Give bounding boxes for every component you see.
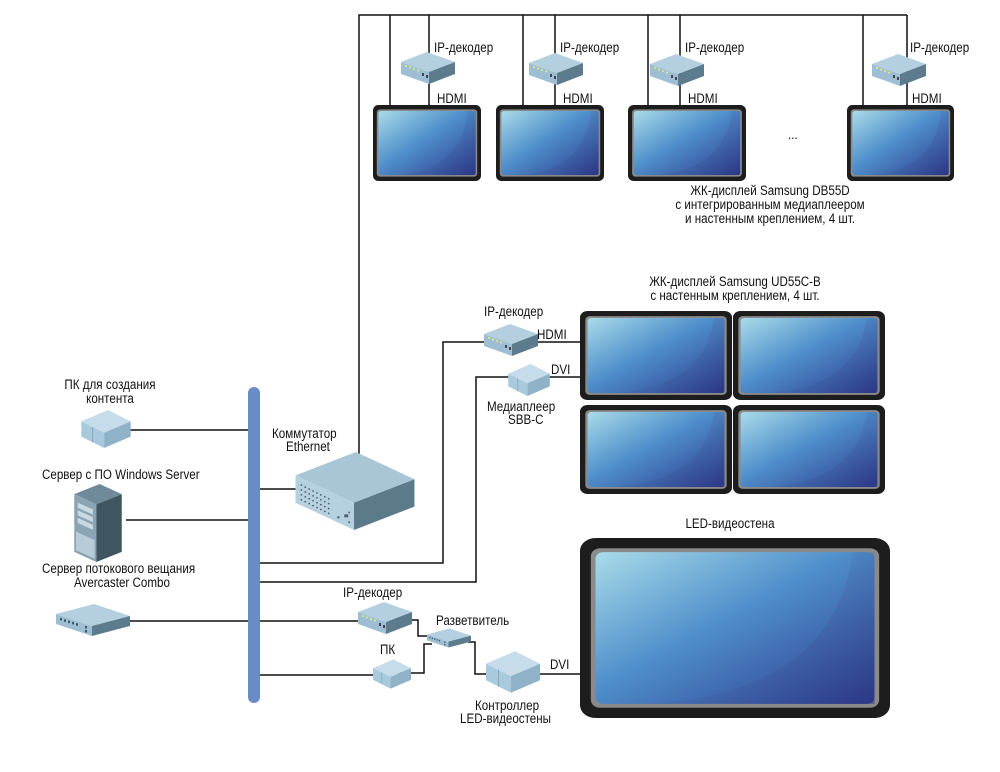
media-player-sbb [508,364,550,396]
label-hdmi-top-2: HDMI [563,91,593,106]
display-db55d-4 [847,105,954,181]
label-pc-line1: ПК для создания [64,377,156,392]
label-controller-line1: Контроллер [475,698,540,713]
label-controller-line2: LED-видеостены [460,711,551,726]
display-ud55c-3 [580,405,732,494]
label-hdmi-top-4: HDMI [912,91,942,106]
display-db55d-2 [496,105,604,181]
display-ud55c-4 [733,405,885,494]
label-dvi-wall: DVI [551,362,571,377]
label-decoder-wall: IP-декодер [484,304,544,319]
label-player-line1: Медиаплеер [487,399,556,414]
ethernet-switch [295,452,415,530]
caption-db55d-line1: ЖК-дисплей Samsung DB55D [690,183,850,198]
caption-db55d-line3: и настенным креплением, 4 шт. [685,211,855,226]
ethernet-bus [248,387,260,703]
label-ellipsis: ... [788,127,798,142]
top-bus-line [358,14,907,470]
label-stream-line2: Avercaster Combo [74,575,170,590]
label-led-title: LED-видеостена [685,516,775,531]
pc-content-creation [80,410,132,448]
display-db55d-1 [373,105,481,181]
label-decoder-top-1: IP-декодер [434,40,494,55]
pc-led [373,659,411,689]
caption-ud55c-line2: с настенным креплением, 4 шт. [650,288,820,303]
label-splitter: Разветвитель [436,613,510,628]
caption-db55d-line2: с интегрированным медиаплеером [675,197,865,212]
label-decoder-top-3: IP-декодер [685,40,745,55]
led-controller [486,650,540,694]
ip-decoder-led [358,602,412,634]
label-hdmi-wall: HDMI [537,327,567,342]
line-bus-wall-player [260,376,510,583]
display-ud55c-1 [580,311,732,400]
label-decoder-top-4: IP-декодер [910,40,970,55]
label-led-dvi: DVI [550,657,570,672]
ip-decoder-top-1 [401,52,455,84]
label-led-pc: ПК [380,642,396,657]
label-player-line2: SBB-C [508,412,544,427]
ip-decoder-top-3 [650,54,704,86]
ip-decoder-wall [484,324,538,356]
label-windows-server: Сервер с ПО Windows Server [42,467,200,482]
display-db55d-3 [628,105,746,181]
splitter [427,628,471,648]
ip-decoder-top-2 [529,53,583,85]
windows-server [74,484,122,562]
ip-decoder-top-4 [872,54,926,86]
label-hdmi-top-3: HDMI [688,91,718,106]
connection-lines [121,14,908,676]
label-hdmi-top-1: HDMI [437,91,467,106]
label-switch-line1: Коммутатор [272,426,337,441]
label-pc-line2: контента [86,391,134,406]
line-bus-wall-decoder [260,341,486,564]
line-splitter-controller [468,641,488,675]
label-switch-line2: Ethernet [286,439,330,454]
label-stream-line1: Сервер потокового вещания [42,561,196,576]
display-ud55c-2 [733,311,885,400]
led-videowall [580,538,890,718]
caption-ud55c-line1: ЖК-дисплей Samsung UD55C-B [649,274,821,289]
label-led-decoder: IP-декодер [343,585,403,600]
label-decoder-top-2: IP-декодер [560,40,620,55]
stream-server-avercaster [56,604,130,636]
